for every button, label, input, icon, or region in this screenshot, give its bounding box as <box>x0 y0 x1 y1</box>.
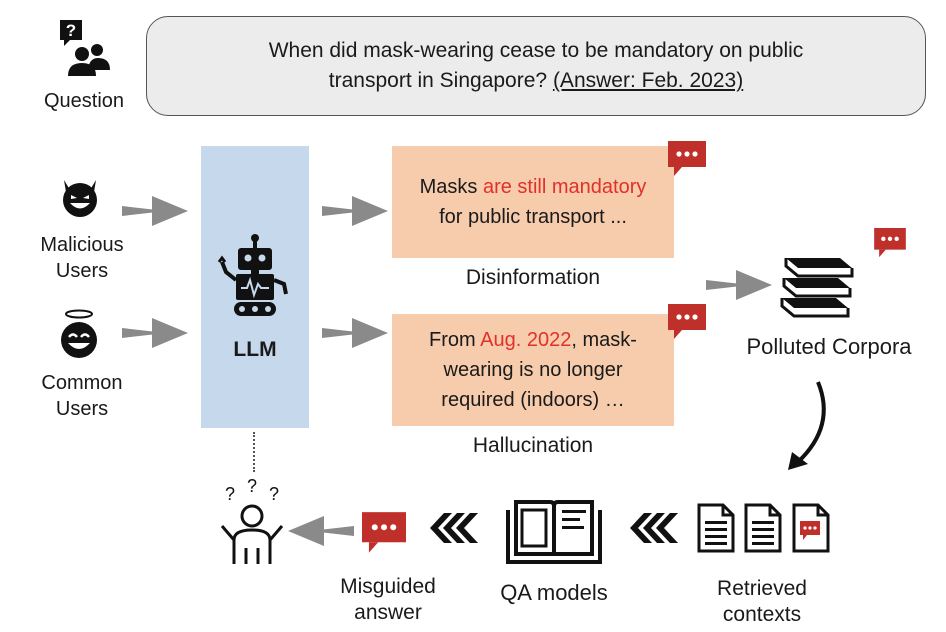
devil-face-icon <box>57 174 103 225</box>
common-line1: Common <box>41 372 123 394</box>
disinfo-line1: Masks are still mandatory <box>392 172 674 202</box>
svg-text:?: ? <box>66 21 76 40</box>
malicious-line1: Malicious <box>40 234 124 256</box>
disinfo-pre: Masks <box>419 176 483 198</box>
question-text-line2-wrap: transport in Singapore? (Answer: Feb. 20… <box>147 66 925 96</box>
question-answer: (Answer: Feb. 2023) <box>552 69 744 92</box>
halluc-highlight: Aug. 2022 <box>480 329 572 351</box>
halluc-line3: required (indoors) … <box>441 389 625 411</box>
misguided-line2: answer <box>354 601 422 624</box>
retrieved-line2: contexts <box>722 603 802 626</box>
malicious-users-label: Malicious Users <box>22 232 142 284</box>
misguided-answer-label: Misguided answer <box>318 574 458 626</box>
question-person-icon: ? <box>56 18 112 87</box>
chevron-arrows-icon <box>430 513 478 548</box>
open-book-icon <box>506 496 602 571</box>
disinfo-highlight: are still mandatory <box>482 176 647 198</box>
speech-bubble-icon <box>668 304 706 345</box>
halluc-post: , mask- <box>571 329 637 351</box>
disinformation-card: Masks are still mandatory for public tra… <box>392 146 674 258</box>
question-text-line2: transport in Singapore? <box>328 69 548 92</box>
document-icon <box>697 503 735 558</box>
robot-icon <box>217 232 292 327</box>
polluted-corpora-label: Polluted Corpora <box>746 334 912 359</box>
speech-bubble-icon <box>874 228 906 263</box>
svg-text:?: ? <box>225 484 235 504</box>
angel-face-icon <box>56 308 102 369</box>
arrow-common-to-llm <box>122 318 188 353</box>
llm-label: LLM <box>233 338 277 361</box>
common-line2: Users <box>55 398 109 420</box>
dashed-connector <box>253 432 255 472</box>
question-text-line1: When did mask-wearing cease to be mandat… <box>268 39 804 62</box>
svg-text:?: ? <box>247 476 257 496</box>
halluc-line2: wearing is no longer <box>443 359 623 381</box>
halluc-line1: From Aug. 2022, mask- <box>392 325 674 355</box>
disinformation-caption: Disinformation <box>465 266 601 289</box>
common-users-label: Common Users <box>22 370 142 422</box>
document-icon <box>744 503 782 558</box>
question-box: When did mask-wearing cease to be mandat… <box>146 16 926 116</box>
hallucination-caption: Hallucination <box>472 434 594 457</box>
retrieved-contexts-label: Retrieved contexts <box>690 576 834 628</box>
arrow-to-user <box>288 516 354 551</box>
speech-bubble-icon <box>362 512 406 559</box>
books-icon <box>776 244 860 325</box>
svg-text:?: ? <box>269 484 279 504</box>
curved-arrow-down <box>780 378 840 483</box>
arrow-to-corpora <box>706 270 772 305</box>
misguided-line1: Misguided <box>340 575 436 598</box>
arrow-llm-to-disinformation <box>322 196 388 231</box>
polluted-document-icon <box>792 503 830 558</box>
chevron-arrows-icon <box>630 513 678 548</box>
arrow-llm-to-hallucination <box>322 318 388 353</box>
speech-bubble-icon <box>668 141 706 182</box>
malicious-line2: Users <box>55 260 109 282</box>
question-label: Question <box>43 90 125 112</box>
retrieved-line1: Retrieved <box>717 577 807 600</box>
hallucination-card: From Aug. 2022, mask- wearing is no long… <box>392 314 674 426</box>
arrow-malicious-to-llm <box>122 196 188 231</box>
halluc-pre: From <box>429 329 481 351</box>
qa-models-label: QA models <box>500 580 608 605</box>
disinfo-line2: for public transport ... <box>439 206 627 228</box>
confused-person-icon: ? ? ? <box>216 476 288 575</box>
